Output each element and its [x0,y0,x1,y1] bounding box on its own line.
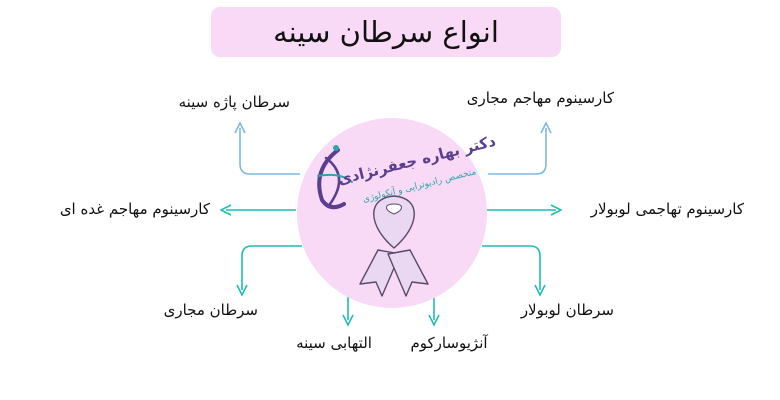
label-angiosarcoma: آنژیوسارکوم [410,334,488,352]
label-lobular-cancer: سرطان لوبولار [520,301,614,319]
page-title: انواع سرطان سینه [273,15,499,49]
awareness-ribbon-icon [359,195,429,297]
label-invasive-lobular: کارسینوم تهاجمی لوبولار [590,200,744,218]
arrow-upper-left [240,128,300,175]
label-invasive-lobular-carcinoma: کارسینوم مهاجم غده ای [59,200,210,218]
label-paget: سرطان پاژه سینه [178,93,290,111]
title-box: انواع سرطان سینه [211,7,561,57]
label-invasive-ductal-carcinoma: کارسینوم مهاجم مجاری [466,89,614,107]
label-inflammatory: التهابی سینه [296,334,372,352]
arrow-upper-right [488,128,546,175]
logo-mark-icon [317,145,353,210]
label-ductal-cancer: سرطان مجاری [163,301,258,319]
arrow-lower-right [482,245,540,290]
arrow-lower-left [242,245,302,290]
